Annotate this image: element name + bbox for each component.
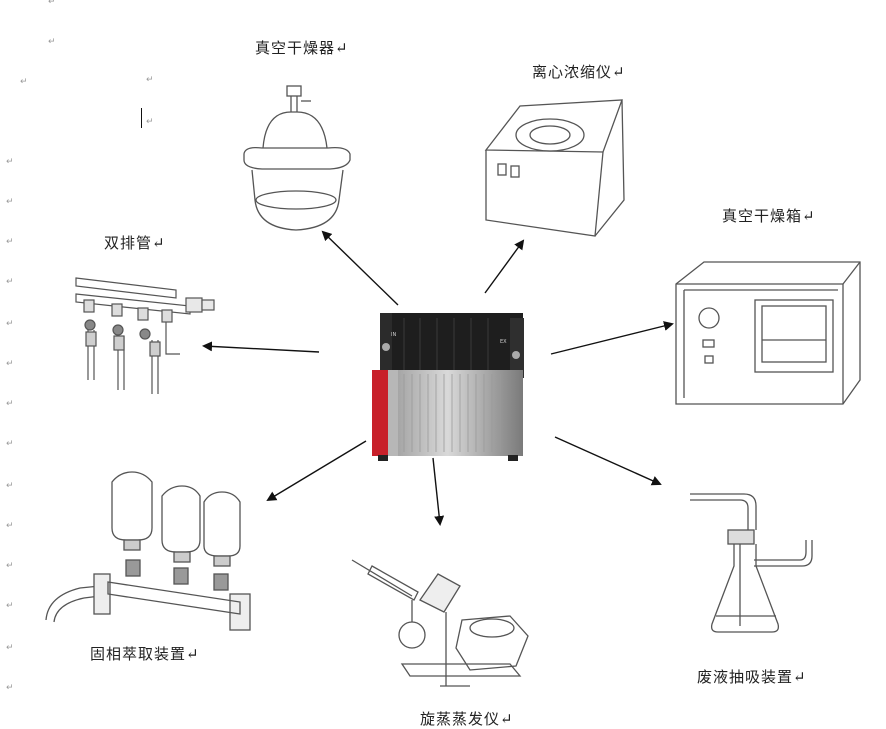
paragraph-mark: ↵ bbox=[6, 399, 14, 409]
solid-phase-extraction-illustration bbox=[45, 471, 251, 631]
arrow-to-vacuum-drying-oven bbox=[550, 321, 674, 355]
label-waste-liquid-suction: 废液抽吸装置↵ bbox=[697, 668, 807, 686]
paragraph-mark: ↵ bbox=[20, 77, 28, 87]
arrow-to-vacuum-desiccator bbox=[321, 230, 399, 306]
paragraph-mark: ↵ bbox=[6, 643, 14, 653]
vacuum-desiccator-illustration bbox=[243, 85, 351, 231]
pump-port-left-label: IN bbox=[391, 332, 396, 338]
pump-port-right-label: EX bbox=[500, 339, 507, 345]
label-vacuum-drying-oven: 真空干燥箱↵ bbox=[722, 207, 816, 225]
rotary-evaporator-illustration bbox=[351, 559, 529, 687]
paragraph-mark: ↵ bbox=[6, 197, 14, 207]
paragraph-mark: ↵ bbox=[6, 521, 14, 531]
paragraph-mark: ↵ bbox=[48, 37, 56, 47]
arrows bbox=[202, 230, 674, 526]
arrow-to-rotary-evaporator bbox=[432, 457, 445, 526]
vacuum-pump-illustration: IN EX bbox=[372, 313, 524, 461]
label-vacuum-desiccator: 真空干燥器↵ bbox=[255, 39, 349, 57]
paragraph-mark: ↵ bbox=[6, 359, 14, 369]
label-double-manifold: 双排管↵ bbox=[104, 234, 166, 252]
paragraph-mark: ↵ bbox=[6, 237, 14, 247]
paragraph-mark: ↵ bbox=[6, 277, 14, 287]
waste-liquid-suction-illustration bbox=[690, 493, 813, 633]
label-solid-phase-extraction: 固相萃取装置↵ bbox=[90, 645, 200, 663]
paragraph-mark: ↵ bbox=[6, 157, 14, 167]
arrow-to-double-manifold bbox=[202, 341, 320, 353]
arrow-to-centrifugal-concentrator bbox=[484, 239, 525, 294]
text-cursor bbox=[141, 108, 142, 128]
paragraph-mark: ↵ bbox=[6, 683, 14, 693]
paragraph-mark: ↵ bbox=[6, 319, 14, 329]
paragraph-mark: ↵ bbox=[6, 561, 14, 571]
centrifugal-concentrator-illustration bbox=[484, 99, 625, 237]
paragraph-mark: ↵ bbox=[6, 601, 14, 611]
arrow-to-waste-liquid-suction bbox=[554, 436, 662, 486]
double-manifold-illustration bbox=[75, 277, 215, 394]
paragraph-mark: ↵ bbox=[48, 0, 56, 7]
arrow-to-solid-phase-extraction bbox=[266, 440, 367, 502]
label-centrifugal-concentrator: 离心浓缩仪↵ bbox=[532, 63, 626, 81]
label-rotary-evaporator: 旋蒸蒸发仪↵ bbox=[420, 710, 514, 728]
paragraph-mark: ↵ bbox=[146, 117, 154, 127]
vacuum-drying-oven-illustration bbox=[675, 261, 861, 405]
paragraph-mark: ↵ bbox=[6, 481, 14, 491]
paragraph-mark: ↵ bbox=[146, 75, 154, 85]
paragraph-mark: ↵ bbox=[6, 439, 14, 449]
